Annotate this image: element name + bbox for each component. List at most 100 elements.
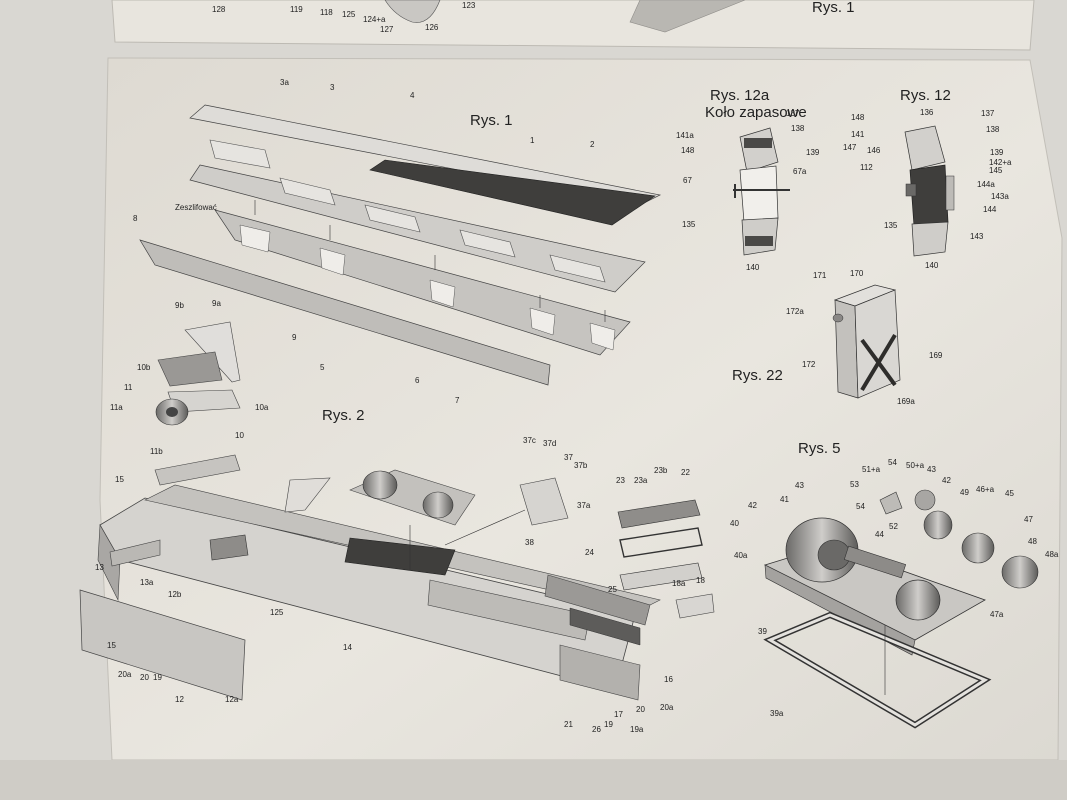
part-number-label: 11a (110, 403, 123, 412)
part-number-label: 135 (682, 220, 696, 229)
part-number-label: 136 (920, 108, 934, 117)
part-number-label: 148 (681, 146, 695, 155)
part-number-label: 118 (320, 8, 333, 17)
part-number-label: 10 (235, 431, 244, 440)
part-number-label: 171 (813, 271, 827, 280)
part-number-label: 37a (577, 501, 591, 510)
table-surface (0, 760, 1067, 800)
part-number-label: 169 (929, 351, 943, 360)
part-number-label: 10b (137, 363, 151, 372)
part-number-label: 54 (888, 458, 897, 467)
part-number-label: 9 (292, 333, 297, 342)
part-number-label: 37d (543, 439, 556, 448)
part-number-label: 15 (107, 641, 116, 650)
part-number-label: 143 (970, 232, 984, 241)
part-number-label: 123 (462, 1, 476, 10)
part-number-label: 44 (875, 530, 884, 539)
part-number-label: 145 (989, 166, 1003, 175)
part-number-label: 126 (425, 23, 439, 32)
part-number-label: 139 (990, 148, 1004, 157)
part-number-label: 23a (634, 476, 648, 485)
part-number-label: 41 (780, 495, 789, 504)
part-number-label: 125 (342, 10, 356, 19)
part-number-label: 12a (225, 695, 239, 704)
part-number-label: 8 (133, 214, 138, 223)
part-number-label: 50+a (906, 461, 925, 470)
part-number-label: 53 (850, 480, 859, 489)
part-number-label: 47 (1024, 515, 1033, 524)
part-number-label: 14 (343, 643, 352, 652)
part-number-label: 39 (758, 627, 767, 636)
part-number-label: 49 (960, 488, 969, 497)
part-number-label: 38 (525, 538, 534, 547)
part-number-label: 67a (793, 167, 807, 176)
part-number-label: 13a (140, 578, 154, 587)
part-number-label: 51+a (862, 465, 881, 474)
part-number-label: 144a (977, 180, 995, 189)
part-number-label: 9b (175, 301, 184, 310)
part-number-label: 141 (851, 130, 865, 139)
part-number-label: 39a (770, 709, 784, 718)
part-number-label: 43 (795, 481, 804, 490)
part-number-label: 17 (614, 710, 623, 719)
part-number-label: 9a (212, 299, 221, 308)
part-number-label: 10a (255, 403, 269, 412)
part-number-label: 18 (696, 576, 705, 585)
part-number-label: 137 (981, 109, 995, 118)
part-number-label: 40a (734, 551, 748, 560)
part-number-label: 12b (168, 590, 182, 599)
part-number-label: 52 (889, 522, 898, 531)
part-number-label: 48a (1045, 550, 1059, 559)
part-number-label: 23b (654, 466, 668, 475)
part-number-label: 3a (280, 78, 289, 87)
part-number-label: 13 (95, 563, 104, 572)
part-number-label: 48 (1028, 537, 1037, 546)
top-sheet-figure-title: Rys. 1 (812, 0, 855, 16)
part-number-label: 141a (676, 131, 694, 140)
part-number-label: 54 (856, 502, 865, 511)
part-number-label: 37 (564, 453, 573, 462)
rys2-title: Rys. 2 (322, 407, 365, 424)
part-number-label: 139 (806, 148, 820, 157)
part-number-label: 19 (153, 673, 162, 682)
part-number-label: 144 (983, 205, 997, 214)
part-number-label: 16 (664, 675, 673, 684)
part-number-label: 20 (140, 673, 149, 682)
rys1-title: Rys. 1 (470, 112, 513, 129)
part-number-label: 170 (850, 269, 864, 278)
rys5-title: Rys. 5 (798, 440, 841, 457)
part-number-label: 11b (150, 447, 163, 456)
part-number-label: 15 (115, 475, 124, 484)
part-number-label: 128 (212, 5, 226, 14)
part-number-label: 1 (530, 136, 535, 145)
part-number-label: 24 (585, 548, 594, 557)
part-number-label: 172 (802, 360, 816, 369)
part-number-label: 169a (897, 397, 915, 406)
part-number-label: 148 (851, 113, 865, 122)
part-number-label: 67 (683, 176, 692, 185)
part-number-label: 26 (592, 725, 601, 734)
part-number-label: 20 (636, 705, 645, 714)
part-number-label: 45 (1005, 489, 1014, 498)
part-number-label: 112 (860, 163, 873, 172)
part-number-label: 3 (330, 83, 335, 92)
part-number-label: 20a (660, 703, 674, 712)
part-number-label: 7 (455, 396, 460, 405)
part-number-label: 11 (124, 383, 133, 392)
part-number-label: 18a (672, 579, 686, 588)
part-number-label: Zeszlifować (175, 203, 217, 212)
part-number-label: 40 (730, 519, 739, 528)
part-number-label: 23 (616, 476, 625, 485)
part-number-label: 19 (604, 720, 613, 729)
part-number-label: 43 (927, 465, 936, 474)
part-number-label: 21 (564, 720, 573, 729)
part-number-label: 6 (415, 376, 420, 385)
rys12a-subtitle: Koło zapasowe (705, 104, 807, 121)
part-number-label: 140 (746, 263, 760, 272)
